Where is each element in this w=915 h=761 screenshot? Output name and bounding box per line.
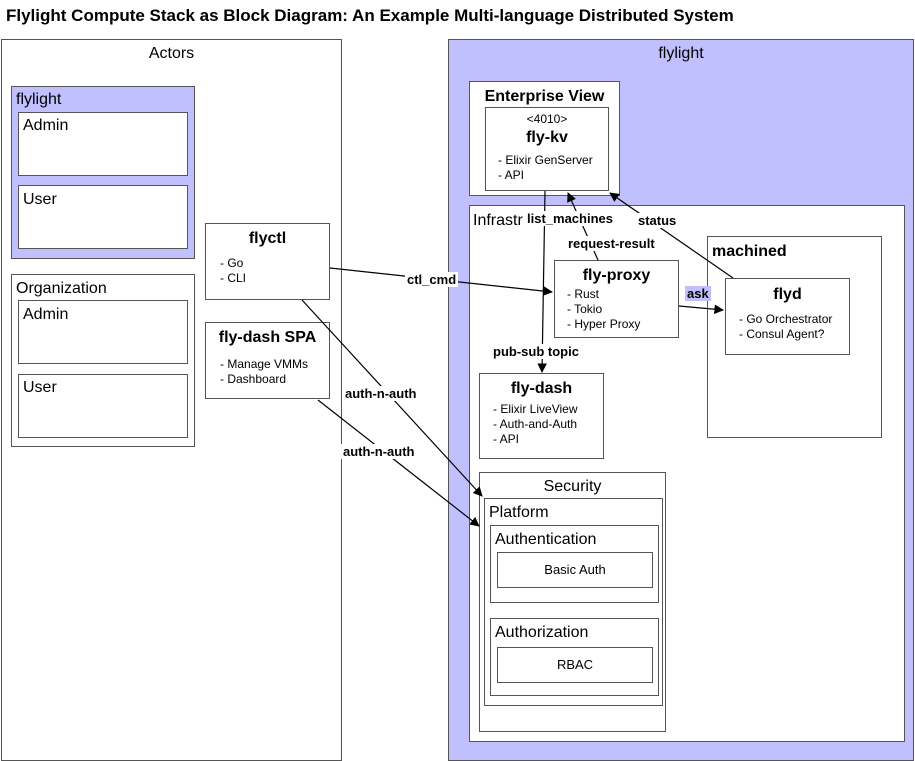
flyctl-title: flyctl [248, 230, 287, 247]
flylight-admin-label: Admin [23, 117, 69, 134]
flydash-spa-item: Dashboard [220, 372, 308, 387]
ask-edge-label: ask [685, 286, 711, 301]
org-admin-label: Admin [23, 306, 69, 323]
flydash-item: Elixir LiveView [493, 402, 577, 417]
flylight-actor-group-label: flylight [16, 91, 62, 108]
security-label: Security [543, 478, 602, 495]
flyd-box: flyd Go Orchestrator Consul Agent? [725, 278, 850, 355]
flyproxy-item: Tokio [567, 302, 640, 317]
flykv-item: API [498, 168, 593, 183]
flydash-spa-box: fly-dash SPA Manage VMMs Dashboard [205, 322, 330, 399]
flyproxy-item: Hyper Proxy [567, 317, 640, 332]
authorization-label: Authorization [495, 624, 589, 641]
authentication-label: Authentication [495, 531, 597, 548]
flykv-box: <4010> fly-kv Elixir GenServer API [485, 107, 609, 191]
request-result-edge-label: request-result [566, 236, 657, 251]
flyproxy-title: fly-proxy [582, 267, 651, 284]
org-user-label: User [23, 379, 57, 396]
flykv-title: fly-kv [526, 129, 568, 146]
flydash-spa-title: fly-dash SPA [218, 329, 317, 346]
rbac-label: RBAC [556, 657, 594, 672]
basic-auth-box: Basic Auth [497, 552, 653, 588]
flydash-item: Auth-and-Auth [493, 417, 577, 432]
flyctl-box: flyctl Go CLI [205, 223, 330, 300]
basic-auth-label: Basic Auth [544, 562, 606, 577]
actors-label: Actors [148, 45, 195, 62]
infrastructure-label: Infrastr [473, 212, 523, 229]
org-user-box: User [18, 374, 188, 438]
flykv-items: Elixir GenServer API [498, 153, 593, 183]
auth-n-auth-edge-label: auth-n-auth [341, 444, 417, 459]
flydash-spa-item: Manage VMMs [220, 357, 308, 372]
status-edge-label: status [636, 213, 679, 228]
pubsub-edge-label: pub-sub topic [491, 344, 581, 359]
enterprise-view-label: Enterprise View [484, 88, 605, 105]
flyproxy-item: Rust [567, 287, 640, 302]
flylight-system-label: flylight [658, 45, 704, 62]
flydash-item: API [493, 432, 577, 447]
flydash-box: fly-dash Elixir LiveView Auth-and-Auth A… [479, 373, 604, 459]
flyctl-item: CLI [220, 271, 246, 286]
diagram-title: Flylight Compute Stack as Block Diagram:… [6, 6, 734, 25]
auth-n-auth-edge-label: auth-n-auth [343, 386, 419, 401]
machined-label: machined [712, 243, 787, 260]
ctl-cmd-edge-label: ctl_cmd [405, 272, 459, 287]
flykv-item: Elixir GenServer [498, 153, 592, 168]
flykv-stereotype: <4010> [526, 112, 568, 126]
flydash-items: Elixir LiveView Auth-and-Auth API [493, 402, 578, 447]
flydash-spa-items: Manage VMMs Dashboard [220, 357, 308, 387]
flyproxy-items: Rust Tokio Hyper Proxy [567, 287, 640, 332]
flyd-title: flyd [773, 286, 802, 303]
platform-label: Platform [489, 504, 549, 521]
flylight-admin-box: Admin [18, 112, 188, 176]
flylight-user-label: User [23, 191, 57, 208]
flydash-title: fly-dash [510, 380, 573, 397]
flyctl-item: Go [220, 256, 246, 271]
flyctl-items: Go CLI [220, 256, 246, 286]
rbac-box: RBAC [497, 647, 653, 683]
flyd-item: Consul Agent? [739, 327, 832, 342]
org-admin-box: Admin [18, 300, 188, 364]
flylight-user-box: User [18, 185, 188, 249]
flyd-item: Go Orchestrator [739, 312, 832, 327]
list-machines-edge-label: list_machines [525, 211, 615, 226]
organization-label: Organization [16, 280, 107, 297]
flyd-items: Go Orchestrator Consul Agent? [739, 312, 832, 342]
flyproxy-box: fly-proxy Rust Tokio Hyper Proxy [554, 260, 679, 338]
